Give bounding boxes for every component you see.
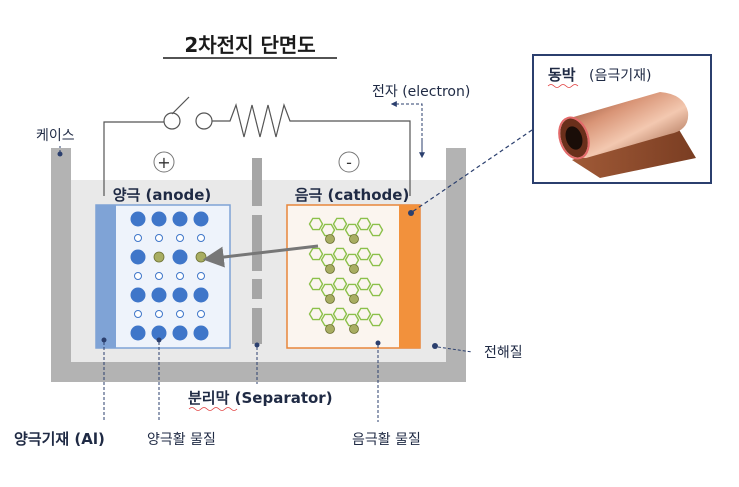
lithium-ion [153, 251, 165, 263]
vacancy-site [176, 310, 184, 318]
separator-spell-underline [188, 407, 238, 411]
graphite-hexagon [356, 277, 372, 291]
ion-migration-arrow [202, 244, 319, 268]
cathode-substrate-dot [408, 210, 414, 216]
graphite-hexagon [308, 307, 324, 321]
anode-particle [151, 325, 167, 341]
anode-active-label: 양극활 물질 [147, 432, 216, 448]
anode-particle [130, 211, 146, 227]
graphite-hexagon [368, 313, 384, 327]
electrolyte-pointer-dot [432, 343, 438, 349]
cathode-graphite-layers [308, 217, 384, 334]
electrolyte-label: 전해질 [484, 345, 523, 361]
vacancy-site [134, 310, 142, 318]
graphite-hexagon [308, 247, 324, 261]
anode-active-frame [95, 204, 231, 349]
anode-substrate-bar [96, 205, 116, 348]
graphite-hexagon [368, 253, 384, 267]
vacancy-site [155, 310, 163, 318]
anode-particle [130, 249, 146, 265]
anode-particle [130, 287, 146, 303]
anode-particle [193, 287, 209, 303]
electrolyte-leader [437, 346, 473, 353]
anode-substrate-dot [101, 337, 107, 343]
graphite-hexagon [356, 307, 372, 321]
graphite-hexagon [356, 247, 372, 261]
switch-terminal-left [163, 112, 181, 130]
separator-label: 분리막 (Separator) [188, 389, 333, 407]
cathode-active-dot [375, 340, 381, 346]
separator-segment [252, 279, 262, 299]
vacancy-site [176, 272, 184, 280]
vacancy-site [134, 234, 142, 242]
anode-particle [172, 211, 188, 227]
lithium-ion [349, 294, 359, 304]
anode-particle [193, 211, 209, 227]
lithium-ion [349, 234, 359, 244]
lithium-ion [325, 264, 335, 274]
anode-active-dot [156, 337, 162, 343]
plus-terminal [153, 151, 175, 173]
lithium-ion [349, 324, 359, 334]
graphite-hexagon [308, 277, 324, 291]
anode-particle [151, 211, 167, 227]
circuit-wire-left [103, 121, 170, 196]
anode-particle [172, 249, 188, 265]
vacancy-site [197, 310, 205, 318]
anode-particle [130, 325, 146, 341]
anode-substrate-label: 양극기재 (Al) [14, 430, 105, 448]
vacancy-site [155, 234, 163, 242]
separator-segment [252, 158, 262, 206]
page-title: 2차전지 단면도 [184, 33, 315, 57]
inset-title-main: 동박 [548, 66, 576, 84]
case-pointer-dot [57, 151, 63, 157]
switch-terminal-right [195, 112, 213, 130]
copper-foil-roll-illustration [558, 92, 696, 178]
graphite-hexagon [368, 283, 384, 297]
switch-lever [171, 96, 190, 115]
lithium-ion [349, 264, 359, 274]
vacancy-site [176, 234, 184, 242]
inset-connector [411, 129, 533, 213]
lithium-ion [325, 324, 335, 334]
anode-particle [172, 325, 188, 341]
graphite-hexagon [332, 277, 348, 291]
graphite-hexagon [332, 307, 348, 321]
anode-label: 양극 (anode) [113, 186, 212, 204]
minus-terminal [338, 151, 360, 173]
separator-dot [254, 342, 260, 348]
electron-flow-path [390, 101, 423, 156]
graphite-hexagon [368, 223, 384, 237]
graphite-hexagon [332, 217, 348, 231]
graphite-hexagon [356, 217, 372, 231]
resistor-and-wire-right [212, 102, 411, 196]
anode-active-particles [130, 211, 209, 341]
case-label: 케이스 [36, 128, 75, 144]
electron-label: 전자 (electron) [372, 84, 470, 100]
vacancy-site [155, 272, 163, 280]
separator-segment [252, 308, 262, 344]
anode-particle [151, 287, 167, 303]
lithium-ion [325, 294, 335, 304]
inset-title-sub: (음극기재) [589, 68, 651, 84]
graphite-hexagon [332, 247, 348, 261]
cathode-label: 음극 (cathode) [295, 186, 410, 204]
anode-particle [172, 287, 188, 303]
cathode-active-label: 음극활 물질 [352, 432, 421, 448]
inset-spell-underline [547, 84, 579, 88]
graphite-hexagon [308, 217, 324, 231]
lithium-ion [325, 234, 335, 244]
separator-segment [252, 215, 262, 271]
vacancy-site [197, 272, 205, 280]
lithium-ion [195, 251, 207, 263]
anode-particle [193, 325, 209, 341]
plus-sign: + [157, 153, 170, 172]
cathode-substrate-bar [399, 205, 420, 348]
vacancy-site [197, 234, 205, 242]
minus-sign: - [346, 153, 352, 172]
vacancy-site [134, 272, 142, 280]
